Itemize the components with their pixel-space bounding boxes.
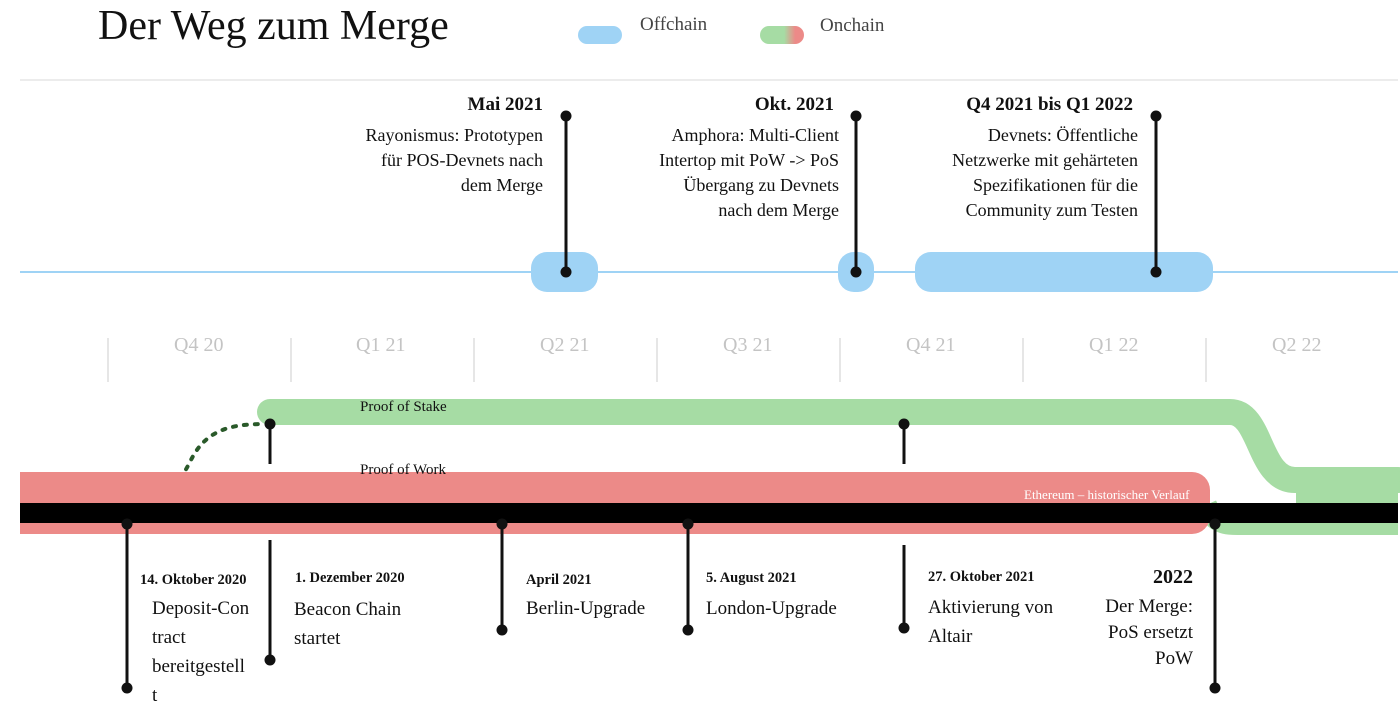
onchain-dot-deposit-bottom xyxy=(121,682,133,694)
quarter-label: Q2 22 xyxy=(1272,334,1322,356)
offchain-dot-mai-bottom xyxy=(560,266,572,278)
onchain-dot-london-bottom xyxy=(682,624,694,636)
onchain-date-london: 5. August 2021 xyxy=(706,570,797,586)
offchain-desc-devnets: Devnets: Öffentliche Netzwerke mit gehär… xyxy=(952,125,1138,220)
onchain-desc-beacon: Beacon Chain startet xyxy=(294,599,402,649)
pos-band xyxy=(257,399,1400,493)
offchain-date-mai: Mai 2021 xyxy=(467,94,543,115)
onchain-date-deposit: 14. Oktober 2020 xyxy=(140,572,247,588)
onchain-dot-merge-top xyxy=(1209,518,1221,530)
offchain-desc-mai: Rayonismus: Prototypen für POS-Devnets n… xyxy=(365,125,543,195)
offchain-desc-okt: Amphora: Multi-Client Intertop mit PoW -… xyxy=(659,125,839,220)
pos-dotted-connector xyxy=(123,422,267,511)
quarter-label: Q1 22 xyxy=(1089,334,1139,356)
legend-offchain-label: Offchain xyxy=(640,14,708,35)
onchain-dot-altair-bottom xyxy=(898,622,910,634)
onchain-desc-altair: Aktivierung von Altair xyxy=(928,597,1054,647)
onchain-date-altair: 27. Oktober 2021 xyxy=(928,569,1035,585)
quarter-label: Q1 21 xyxy=(356,334,406,356)
onchain-dot-berlin-top xyxy=(496,518,508,530)
legend-onchain-swatch xyxy=(760,26,804,44)
history-track-label: Ethereum – historischer Verlauf xyxy=(1024,487,1190,502)
onchain-dot-beacon-bottom xyxy=(264,654,276,666)
onchain-desc-berlin: Berlin-Upgrade xyxy=(526,598,646,619)
page-title: Der Weg zum Merge xyxy=(98,3,449,49)
onchain-desc-deposit: Deposit-Con tract bereitgestell t xyxy=(152,598,250,706)
onchain-dot-merge-bottom xyxy=(1209,682,1221,694)
history-line xyxy=(20,503,1398,523)
onchain-dot-berlin-bottom xyxy=(496,624,508,636)
onchain-dot-deposit-top xyxy=(121,518,133,530)
offchain-dot-okt-bottom xyxy=(850,266,862,278)
offchain-dot-mai-top xyxy=(560,110,572,122)
quarter-label: Q3 21 xyxy=(723,334,773,356)
quarter-label: Q4 20 xyxy=(174,334,224,356)
pos-dot-beacon xyxy=(264,418,276,430)
legend-onchain-label: Onchain xyxy=(820,15,885,36)
offchain-dot-devnets-bottom xyxy=(1150,266,1162,278)
offchain-date-devnets: Q4 2021 bis Q1 2022 xyxy=(966,94,1133,115)
offchain-dot-devnets-top xyxy=(1150,110,1162,122)
onchain-date-merge: 2022 xyxy=(1153,566,1193,588)
offchain-date-okt: Okt. 2021 xyxy=(754,94,834,115)
quarter-label: Q4 21 xyxy=(906,334,956,356)
pos-dot-altair xyxy=(898,418,910,430)
quarter-separators xyxy=(107,338,1207,382)
onchain-date-berlin: April 2021 xyxy=(526,572,592,588)
pow-track-label: Proof of Work xyxy=(360,462,447,478)
offchain-dot-okt-top xyxy=(850,110,862,122)
onchain-date-beacon: 1. Dezember 2020 xyxy=(295,570,405,586)
offchain-pill-devnets xyxy=(915,252,1213,292)
legend-offchain-swatch xyxy=(578,26,622,44)
quarter-label: Q2 21 xyxy=(540,334,590,356)
pos-track-label: Proof of Stake xyxy=(360,399,447,415)
pos-band-right-block xyxy=(1296,467,1398,535)
onchain-desc-merge: Der Merge: PoS ersetzt PoW xyxy=(1105,596,1193,669)
onchain-dot-london-top xyxy=(682,518,694,530)
onchain-desc-london: London-Upgrade xyxy=(706,598,837,619)
